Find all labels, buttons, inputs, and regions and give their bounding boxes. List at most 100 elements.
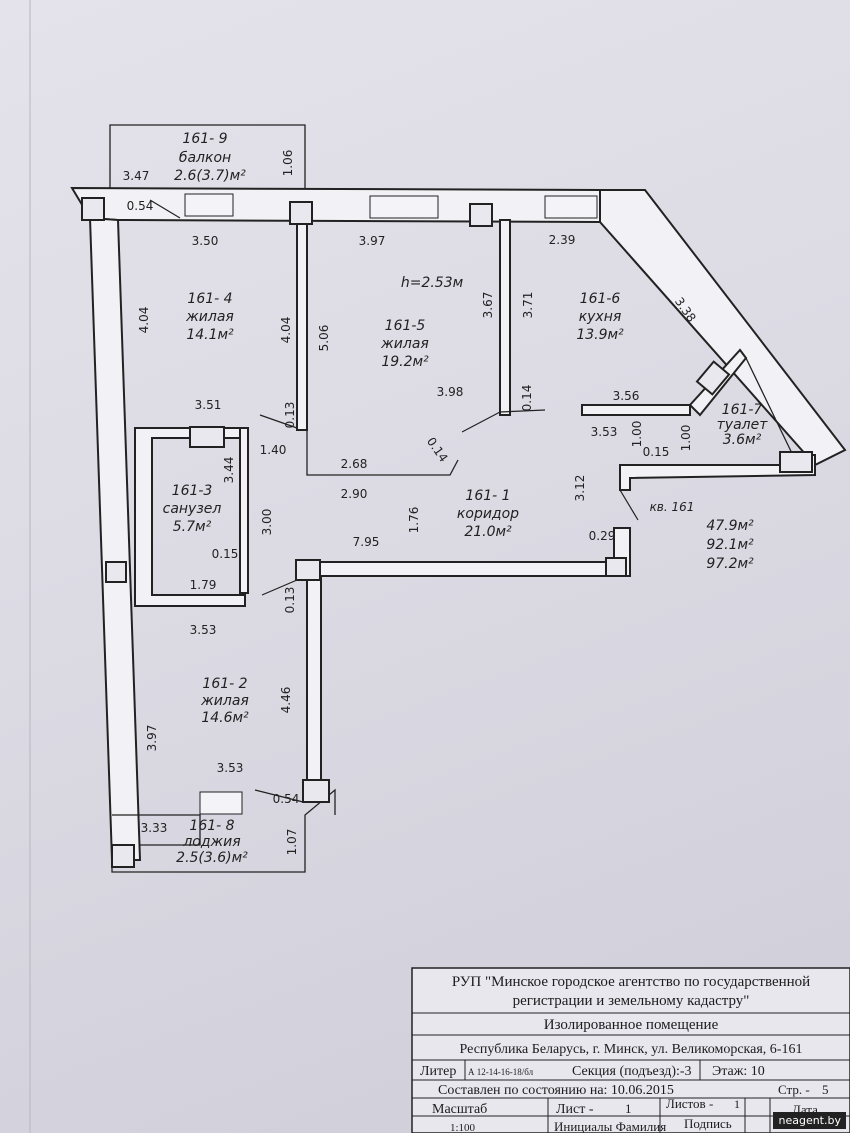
- apartment-area: 92.1м²: [706, 537, 754, 553]
- column: [81, 197, 105, 221]
- stamp-sheet-value: 1: [625, 1101, 632, 1116]
- dimension: 0.13: [283, 587, 297, 614]
- dimension: 0.29: [589, 529, 616, 543]
- room-name: коридор: [457, 506, 519, 522]
- room-area: 2.5(3.6)м²: [176, 850, 248, 866]
- stamp-liter-value: А 12-14-16-18/бл: [468, 1067, 534, 1077]
- dimension: 5.06: [317, 325, 331, 352]
- dimension: 0.54: [127, 199, 154, 213]
- room-id: 161-7: [722, 402, 763, 418]
- dimension: 3.53: [190, 623, 217, 637]
- room-id: 161- 9: [182, 131, 227, 147]
- dimension: 3.97: [145, 725, 159, 752]
- wall-5-6: [499, 219, 511, 416]
- door-swing: [149, 199, 181, 219]
- loggia-inner: [112, 814, 201, 846]
- column: [289, 201, 313, 225]
- room-area: 14.1м²: [186, 327, 234, 343]
- room-name: балкон: [179, 150, 231, 166]
- dimension: 3.98: [437, 385, 464, 399]
- stamp-section: Секция (подъезд):-3: [572, 1064, 692, 1079]
- column: [302, 779, 330, 803]
- dimension: 1.06: [281, 150, 295, 177]
- balcony-door: [184, 193, 234, 217]
- room-id: 161- 4: [187, 291, 232, 307]
- wall-room2-right: [306, 575, 322, 787]
- dimension: 3.47: [123, 169, 150, 183]
- door-swing: [259, 414, 298, 429]
- apartment-label: кв. 161: [650, 500, 695, 514]
- room-area: 13.9м²: [576, 327, 624, 343]
- wall-4-5: [296, 219, 308, 431]
- dimension: 0.13: [283, 402, 297, 429]
- column: [779, 451, 813, 473]
- columns: [81, 197, 813, 868]
- stamp-org-2: регистрации и земельному кадастру": [513, 993, 750, 1009]
- column: [469, 203, 493, 227]
- room5-bottom: [306, 430, 459, 476]
- room-id: 161-5: [385, 318, 426, 334]
- room-area: 21.0м²: [464, 524, 512, 540]
- kitchen-bottom-wall: [581, 404, 691, 416]
- bathroom-duct: [189, 426, 225, 448]
- column: [295, 559, 321, 581]
- dimension: 4.04: [137, 307, 151, 334]
- dimension: 2.90: [341, 487, 368, 501]
- dimension: 3.51: [195, 398, 222, 412]
- stamp-page-label: Стр. -: [778, 1082, 810, 1097]
- dimension: 1.76: [407, 507, 421, 534]
- room-area: 3.6м²: [723, 432, 762, 448]
- window-living-5: [369, 195, 439, 219]
- stamp-type: Изолированное помещение: [544, 1017, 719, 1033]
- walls: [70, 124, 847, 873]
- room-id: 161-6: [580, 291, 621, 307]
- apartment-area: 97.2м²: [706, 556, 754, 572]
- stamp-scale-label: Масштаб: [432, 1102, 487, 1117]
- door-swing: [619, 489, 639, 521]
- dimension: 1.79: [190, 578, 217, 592]
- stamp-initials-label: Инициалы Фамилия: [554, 1119, 666, 1133]
- kitchen-stub: [499, 409, 546, 413]
- apartment-area: 47.9м²: [706, 518, 754, 534]
- watermark: neagent.by: [773, 1112, 846, 1129]
- room-name: санузел: [163, 501, 222, 517]
- dimension: 0.14: [424, 435, 451, 465]
- dimension: 3.00: [260, 509, 274, 536]
- title-block-frame: [411, 967, 850, 1133]
- dimension: 1.00: [679, 425, 693, 452]
- dimension: 1.40: [260, 443, 287, 457]
- room-name: жилая: [200, 693, 249, 709]
- title-block: РУП "Минское городское агентство по госу…: [411, 967, 850, 1133]
- dimension: 3.50: [192, 234, 219, 248]
- ceiling-height: h=2.53м: [401, 275, 464, 291]
- dimension: 3.67: [481, 292, 495, 319]
- room-labels: 161- 9 балкон 2.6(3.7)м² 161- 4 жилая 14…: [163, 131, 769, 866]
- room-area: 2.6(3.7)м²: [174, 168, 246, 184]
- dimension: 0.54: [273, 792, 300, 806]
- dimension: 3.44: [222, 457, 236, 484]
- room-name: жилая: [380, 336, 429, 352]
- dimension: 7.95: [353, 535, 380, 549]
- stamp-sheets-label: Листов -: [666, 1096, 713, 1111]
- dimension: 3.33: [141, 821, 168, 835]
- room-id: 161- 2: [202, 676, 247, 692]
- stamp-sheets-value: 1: [734, 1097, 740, 1111]
- stamp-compiled: Составлен по состоянию на: 10.06.2015: [438, 1083, 674, 1098]
- dimension: 1.00: [630, 421, 644, 448]
- room-area: 5.7м²: [173, 519, 212, 535]
- room-name: туалет: [717, 417, 769, 433]
- dimension: 0.15: [643, 445, 670, 459]
- stamp-org: РУП "Минское городское агентство по госу…: [452, 974, 810, 990]
- dimension: 3.12: [573, 475, 587, 502]
- stamp-address: Республика Беларусь, г. Минск, ул. Велик…: [460, 1042, 803, 1057]
- stamp-page-value: 5: [822, 1082, 829, 1097]
- dimension: 4.04: [279, 317, 293, 344]
- stamp-liter-label: Литер: [420, 1064, 456, 1079]
- dimension: 3.53: [591, 425, 618, 439]
- dimension: 3.71: [521, 292, 535, 319]
- room-name: жилая: [185, 309, 234, 325]
- room-name: кухня: [579, 309, 622, 325]
- bathroom-right-wall: [239, 427, 249, 594]
- dimension: 2.39: [549, 233, 576, 247]
